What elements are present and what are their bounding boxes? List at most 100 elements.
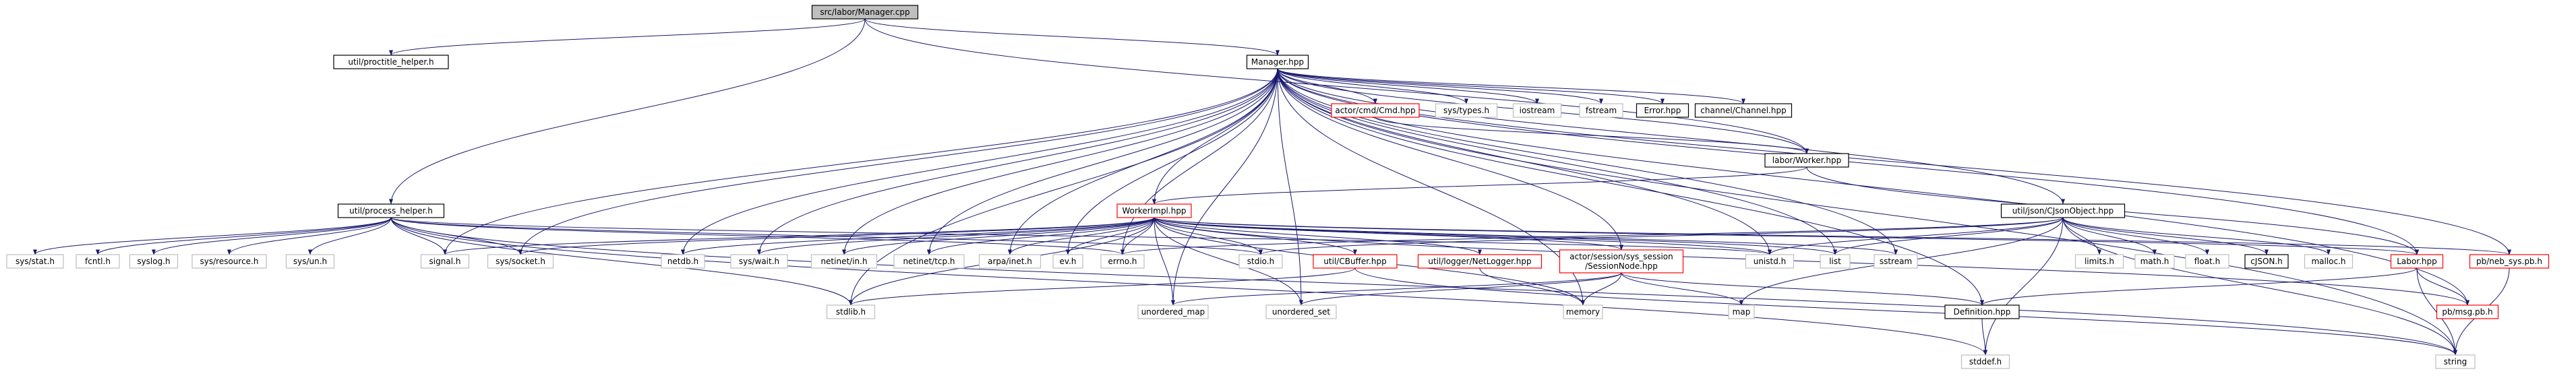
- graph-node-cjson[interactable]: cJSON.h: [2244, 254, 2289, 269]
- node-label: Manager.hpp: [1251, 57, 1304, 67]
- graph-node-list[interactable]: list: [1820, 254, 1851, 269]
- node-label: pb/msg.pb.h: [2442, 307, 2492, 317]
- graph-node-ev[interactable]: ev.h: [1052, 254, 1083, 269]
- graph-node-netinetin[interactable]: netinet/in.h: [810, 254, 878, 269]
- graph-node-nebsys[interactable]: pb/neb_sys.pb.h: [2469, 254, 2550, 269]
- edge-manager-to-signal: [443, 68, 1278, 255]
- graph-node-channel[interactable]: channel/Channel.hpp: [1694, 103, 1793, 118]
- graph-node-memory[interactable]: memory: [1563, 304, 1603, 319]
- edge-manager-to-sstream: [1277, 68, 1898, 255]
- graph-node-cbuffer[interactable]: util/CBuffer.hpp: [1313, 254, 1398, 269]
- edge-workerimpl-to-arpainet: [1008, 217, 1155, 255]
- graph-node-string[interactable]: string: [2435, 354, 2476, 369]
- edge-process-to-sysresource: [227, 217, 392, 255]
- graph-node-arpainet[interactable]: arpa/inet.h: [978, 254, 1042, 269]
- node-box: [1636, 103, 1689, 118]
- graph-node-systypes[interactable]: sys/types.h: [1435, 103, 1498, 118]
- graph-node-unistd[interactable]: unistd.h: [1745, 254, 1795, 269]
- graph-node-session[interactable]: actor/session/sys_session/SessionNode.hp…: [1559, 249, 1684, 273]
- edge-manager-to-list: [1277, 68, 1837, 255]
- graph-node-proctitle[interactable]: util/proctitle_helper.h: [333, 55, 449, 69]
- node-label: unistd.h: [1754, 257, 1787, 266]
- graph-node-workerimpl[interactable]: WorkerImpl.hpp: [1116, 203, 1192, 218]
- graph-node-msg[interactable]: pb/msg.pb.h: [2436, 304, 2499, 319]
- graph-node-map[interactable]: map: [1728, 304, 1755, 319]
- graph-node-umap[interactable]: unordered_map: [1137, 304, 1209, 319]
- graph-node-root[interactable]: src/labor/Manager.cpp: [811, 5, 919, 20]
- edge-manager-to-netinettcp: [927, 68, 1278, 255]
- edge-process-to-stdlib: [390, 217, 853, 306]
- node-label: sys/un.h: [293, 257, 327, 266]
- node-box: [2244, 254, 2289, 269]
- graph-node-uset[interactable]: unordered_set: [1265, 304, 1337, 319]
- edge-process-to-fcntl: [96, 217, 392, 255]
- node-box: [285, 254, 335, 269]
- graph-node-sstream[interactable]: sstream: [1874, 254, 1918, 269]
- node-label: float.h: [2194, 257, 2220, 266]
- graph-node-limits[interactable]: limits.h: [2074, 254, 2124, 269]
- edge-root-to-proctitle: [389, 18, 866, 56]
- graph-node-netdb[interactable]: netdb.h: [661, 254, 705, 269]
- graph-node-definition[interactable]: Definition.hpp: [1944, 304, 2020, 319]
- edge-manager-to-unistd: [1277, 68, 1772, 255]
- graph-node-float[interactable]: float.h: [2185, 254, 2229, 269]
- edge-process-to-string: [390, 217, 2457, 356]
- graph-node-cmd[interactable]: actor/cmd/Cmd.hpp: [1331, 103, 1420, 118]
- graph-node-sysresource[interactable]: sys/resource.h: [191, 254, 267, 269]
- graph-node-netinettcp[interactable]: netinet/tcp.h: [893, 254, 965, 269]
- edge-cmd-to-worker: [1375, 117, 1809, 154]
- node-label: malloc.h: [2311, 257, 2345, 266]
- edge-labor-to-definition: [1980, 267, 2418, 306]
- node-label: labor/Worker.hpp: [1772, 156, 1841, 165]
- graph-node-signal[interactable]: signal.h: [420, 254, 470, 269]
- graph-node-cjson_obj[interactable]: util/json/CJsonObject.hpp: [2000, 203, 2126, 218]
- node-label: util/proctitle_helper.h: [348, 57, 433, 67]
- graph-node-fcntl[interactable]: fcntl.h: [76, 254, 120, 269]
- graph-node-stdio[interactable]: stdio.h: [1238, 254, 1283, 269]
- node-box: [1137, 304, 1209, 319]
- node-label: sys/socket.h: [496, 257, 545, 266]
- node-label: sys/types.h: [1443, 106, 1489, 115]
- graph-node-syslog[interactable]: syslog.h: [129, 254, 179, 269]
- node-box: [1820, 254, 1851, 269]
- node-label: map: [1733, 307, 1751, 317]
- node-label: pb/neb_sys.pb.h: [2476, 257, 2542, 266]
- node-box: [333, 55, 449, 69]
- edge-cbuffer-to-stdlib: [849, 267, 1356, 306]
- node-label: util/CBuffer.hpp: [1323, 257, 1386, 266]
- node-box: [1745, 254, 1795, 269]
- graph-node-math[interactable]: math.h: [2134, 254, 2175, 269]
- edge-manager-to-workerimpl: [1152, 68, 1278, 205]
- nodes-layer: src/labor/Manager.cpp util/proctitle_help…: [6, 5, 2550, 369]
- node-box: [1944, 304, 2020, 319]
- graph-node-malloc[interactable]: malloc.h: [2304, 254, 2354, 269]
- node-box: [1417, 254, 1542, 269]
- graph-node-syswait[interactable]: sys/wait.h: [730, 254, 788, 269]
- graph-node-labor[interactable]: Labor.hpp: [2390, 254, 2444, 269]
- graph-node-manager[interactable]: Manager.hpp: [1246, 55, 1309, 69]
- edge-manager-to-ev: [1066, 68, 1278, 255]
- graph-node-fstream[interactable]: fstream: [1579, 103, 1623, 118]
- node-label: memory: [1566, 307, 1600, 317]
- node-label: Labor.hpp: [2397, 257, 2436, 266]
- graph-node-stddef[interactable]: stddef.h: [1960, 354, 2010, 369]
- graph-node-iostream[interactable]: iostream: [1512, 103, 1562, 118]
- edge-cjson_obj-to-math: [2062, 217, 2157, 255]
- edge-process-to-signal: [390, 217, 447, 255]
- graph-node-errno[interactable]: errno.h: [1100, 254, 1145, 269]
- graph-node-stdlib[interactable]: stdlib.h: [826, 304, 876, 319]
- graph-node-syssocket[interactable]: sys/socket.h: [487, 254, 554, 269]
- graph-node-sysstat[interactable]: sys/stat.h: [6, 254, 64, 269]
- graph-node-error[interactable]: Error.hpp: [1636, 103, 1689, 118]
- node-box: [487, 254, 554, 269]
- graph-node-sysun[interactable]: sys/un.h: [285, 254, 335, 269]
- edge-manager-to-fstream: [1277, 68, 1603, 104]
- graph-node-process[interactable]: util/process_helper.h: [337, 203, 445, 218]
- edge-process-to-stddef: [390, 217, 1987, 356]
- graph-node-worker[interactable]: labor/Worker.hpp: [1764, 153, 1849, 168]
- node-box: [337, 203, 445, 218]
- node-box: [1116, 203, 1192, 218]
- node-box: [2390, 254, 2444, 269]
- graph-node-netlogger[interactable]: util/logger/NetLogger.hpp: [1417, 254, 1542, 269]
- node-box: [2074, 254, 2124, 269]
